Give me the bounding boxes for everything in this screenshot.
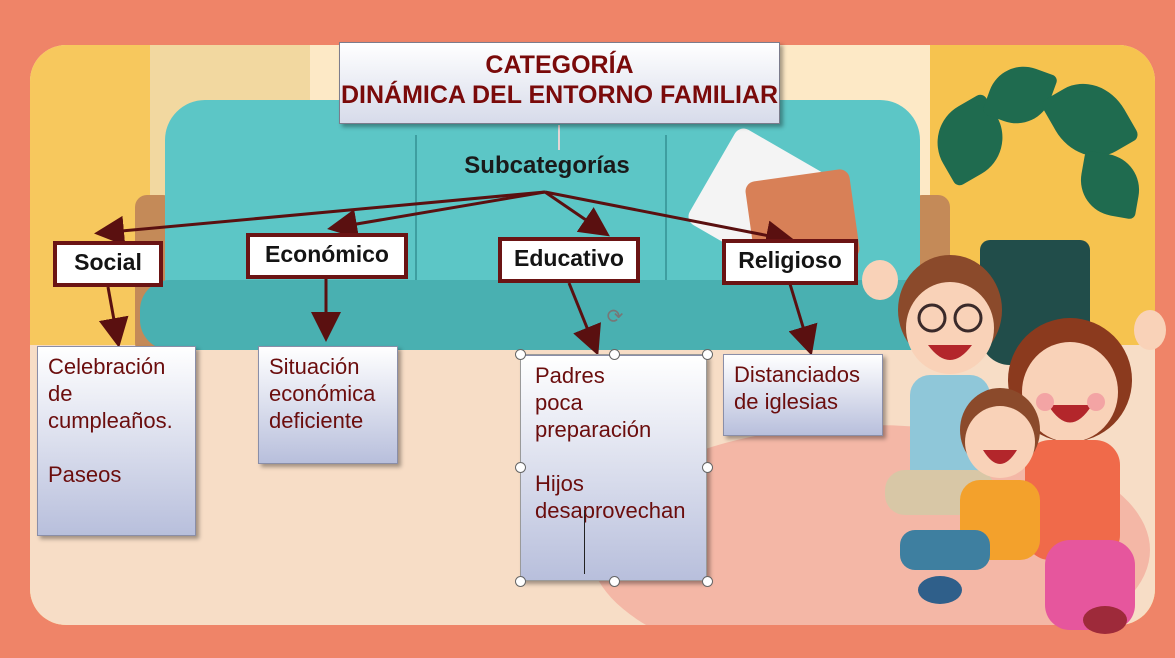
resize-handle[interactable]	[515, 576, 526, 587]
detail-educativo[interactable]: Padres poca preparación Hijos desaprovec…	[520, 355, 707, 581]
category-religioso[interactable]: Religioso	[722, 239, 858, 285]
arrow-to-educativo	[544, 190, 610, 237]
subcategories-label[interactable]: Subcategorías	[464, 152, 630, 179]
category-educativo[interactable]: Educativo	[498, 237, 640, 283]
sofa-seam	[415, 135, 417, 285]
resize-handle[interactable]	[702, 576, 713, 587]
arrow-to-religioso	[544, 190, 796, 251]
detail-religioso[interactable]: Distanciados de iglesias	[723, 354, 883, 436]
resize-handle[interactable]	[609, 576, 620, 587]
arrow-to-social	[94, 190, 546, 246]
category-economico[interactable]: Económico	[246, 233, 408, 279]
resize-handle[interactable]	[702, 349, 713, 360]
resize-handle[interactable]	[609, 349, 620, 360]
rotate-handle-icon[interactable]: ⟳	[606, 306, 624, 328]
category-title-box[interactable]: CATEGORÍA DINÁMICA DEL ENTORNO FAMILIAR	[339, 42, 780, 124]
resize-handle[interactable]	[515, 349, 526, 360]
detail-social[interactable]: Celebración de cumpleaños. Paseos	[37, 346, 196, 536]
title-line-2: DINÁMICA DEL ENTORNO FAMILIAR	[340, 81, 779, 109]
family-illustration	[862, 255, 1166, 634]
arrow-social-detail	[98, 286, 129, 348]
resize-handle[interactable]	[515, 462, 526, 473]
resize-handle[interactable]	[702, 462, 713, 473]
category-social[interactable]: Social	[53, 241, 163, 287]
text-cursor	[584, 510, 585, 574]
title-line-1: CATEGORÍA	[485, 51, 634, 79]
arrow-educativo-detail	[567, 282, 601, 356]
arrow-to-economico	[327, 190, 546, 239]
arrow-religioso-detail	[788, 283, 818, 356]
sofa-seam	[665, 135, 667, 285]
detail-economico[interactable]: Situación económica deficiente	[258, 346, 398, 464]
